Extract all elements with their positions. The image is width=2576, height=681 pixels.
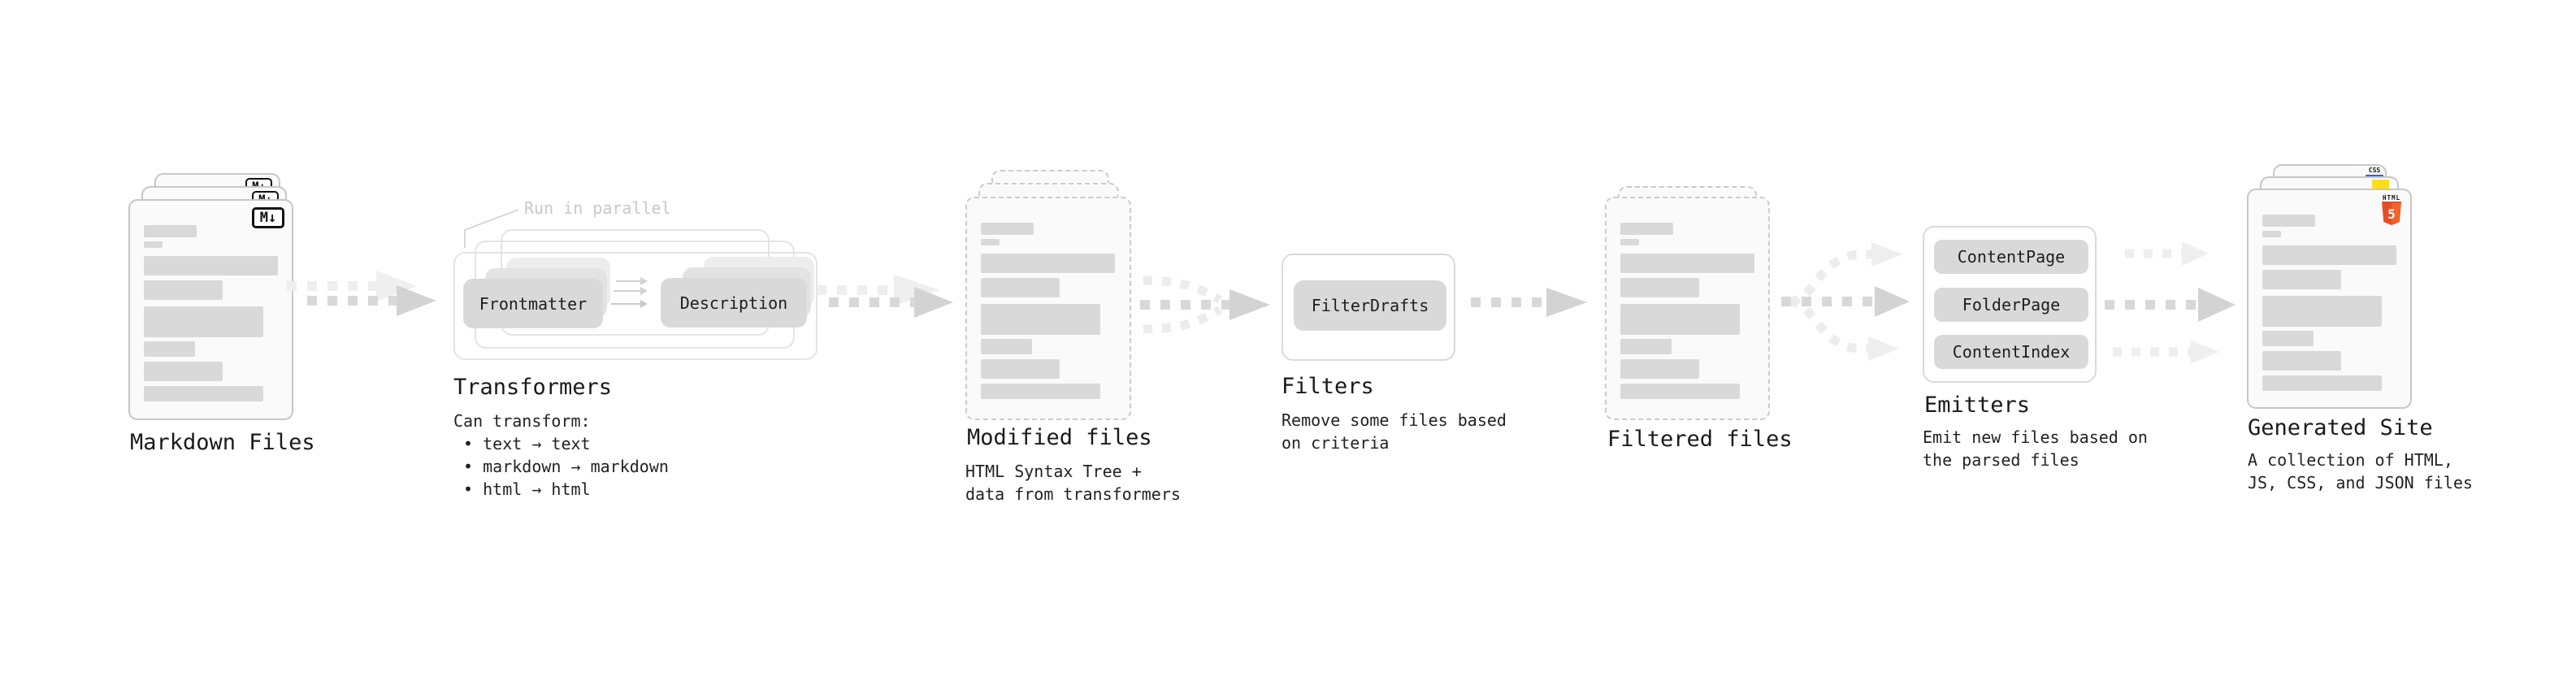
generated-site-description: A collection of HTML, JS, CSS, and JSON … — [2248, 450, 2473, 492]
flow-arrow-filters-to-filtered — [1471, 288, 1587, 317]
emitters-description: Emit new files based on the parsed files — [1923, 427, 2148, 470]
flow-arrow-emitters-to-generated — [2105, 241, 2236, 364]
filters-title: Filters — [1281, 374, 1374, 399]
text-placeholder-bar — [2262, 231, 2281, 237]
markdown-doc-front: M↓ — [128, 199, 293, 420]
generated-doc-html: HTML 5 — [2247, 189, 2412, 409]
markdown-icon: M↓ — [252, 207, 284, 228]
text-placeholder-bar — [144, 280, 223, 300]
transformers-description: Can transform: • text → text • markdown … — [453, 411, 669, 499]
text-placeholder-bar — [1620, 254, 1754, 273]
modified-files-stack — [965, 170, 1131, 420]
emitters-title: Emitters — [1924, 393, 2031, 418]
parallel-transform-arrows — [611, 277, 648, 308]
doc-content-bars — [2249, 190, 2410, 407]
text-placeholder-bar — [1620, 239, 1639, 245]
filterdrafts-node: FilterDrafts — [1294, 280, 1446, 331]
generated-site-title: Generated Site — [2248, 415, 2433, 440]
text-placeholder-bar — [2262, 270, 2341, 289]
modified-files-title: Modified files — [967, 425, 1152, 450]
text-placeholder-bar — [981, 304, 1100, 335]
description-node: Description — [661, 278, 807, 327]
filters-description: Remove some files based on criteria — [1281, 410, 1507, 453]
modified-doc-front — [965, 197, 1131, 420]
text-placeholder-bar — [144, 386, 263, 401]
doc-content-bars — [1607, 198, 1768, 419]
annotation-leader-line — [464, 209, 519, 248]
transformers-title: Transformers — [453, 375, 613, 400]
transformer-layer-front — [453, 252, 817, 360]
flow-arrow-filtered-to-emitters — [1781, 242, 1910, 361]
text-placeholder-bar — [144, 306, 263, 337]
text-placeholder-bar — [2262, 375, 2382, 391]
frontmatter-node: Frontmatter — [463, 279, 603, 328]
contentpage-node: ContentPage — [1934, 240, 2088, 274]
text-placeholder-bar — [1620, 359, 1699, 379]
text-placeholder-bar — [2262, 215, 2315, 227]
flow-arrow-transformers-to-modified — [817, 275, 953, 318]
text-placeholder-bar — [981, 254, 1115, 273]
generated-site-stack: CSS HTML 5 — [2247, 164, 2413, 409]
text-placeholder-bar — [144, 362, 223, 381]
text-placeholder-bar — [1620, 223, 1673, 235]
contentindex-node: ContentIndex — [1934, 335, 2088, 369]
emitters-box: ContentPage FolderPage ContentIndex — [1923, 226, 2097, 383]
text-placeholder-bar — [144, 256, 278, 275]
text-placeholder-bar — [144, 225, 197, 237]
text-placeholder-bar — [144, 241, 163, 248]
markdown-files-stack: M↓ M↓ M↓ — [128, 173, 294, 420]
filters-box: FilterDrafts — [1281, 254, 1455, 361]
doc-content-bars — [967, 198, 1130, 419]
markdown-files-title: Markdown Files — [130, 430, 315, 455]
text-placeholder-bar — [1620, 304, 1740, 335]
folderpage-node: FolderPage — [1934, 288, 2088, 322]
text-placeholder-bar — [981, 339, 1032, 354]
text-placeholder-bar — [1620, 339, 1672, 354]
text-placeholder-bar — [1620, 278, 1699, 297]
flow-arrow-modified-to-filters — [1140, 275, 1270, 334]
text-placeholder-bar — [981, 239, 1000, 245]
html5-number: 5 — [2387, 206, 2396, 222]
text-placeholder-bar — [981, 359, 1060, 379]
text-placeholder-bar — [2262, 331, 2314, 346]
filtered-files-stack — [1605, 186, 1770, 420]
text-placeholder-bar — [981, 278, 1060, 297]
run-in-parallel-annotation: Run in parallel — [524, 198, 671, 218]
text-placeholder-bar — [2262, 296, 2382, 327]
html5-icon: HTML 5 — [2381, 194, 2402, 229]
text-placeholder-bar — [144, 341, 195, 357]
text-placeholder-bar — [2262, 351, 2341, 371]
text-placeholder-bar — [981, 384, 1100, 399]
flow-arrow-md-to-transformers — [287, 271, 436, 316]
doc-content-bars — [130, 201, 292, 419]
text-placeholder-bar — [2262, 245, 2396, 265]
modified-files-description: HTML Syntax Tree + data from transformer… — [965, 462, 1181, 504]
filtered-files-title: Filtered files — [1607, 427, 1793, 452]
js-icon — [2372, 180, 2389, 190]
text-placeholder-bar — [981, 223, 1034, 235]
text-placeholder-bar — [1620, 384, 1740, 399]
filtered-doc-front — [1605, 197, 1770, 420]
